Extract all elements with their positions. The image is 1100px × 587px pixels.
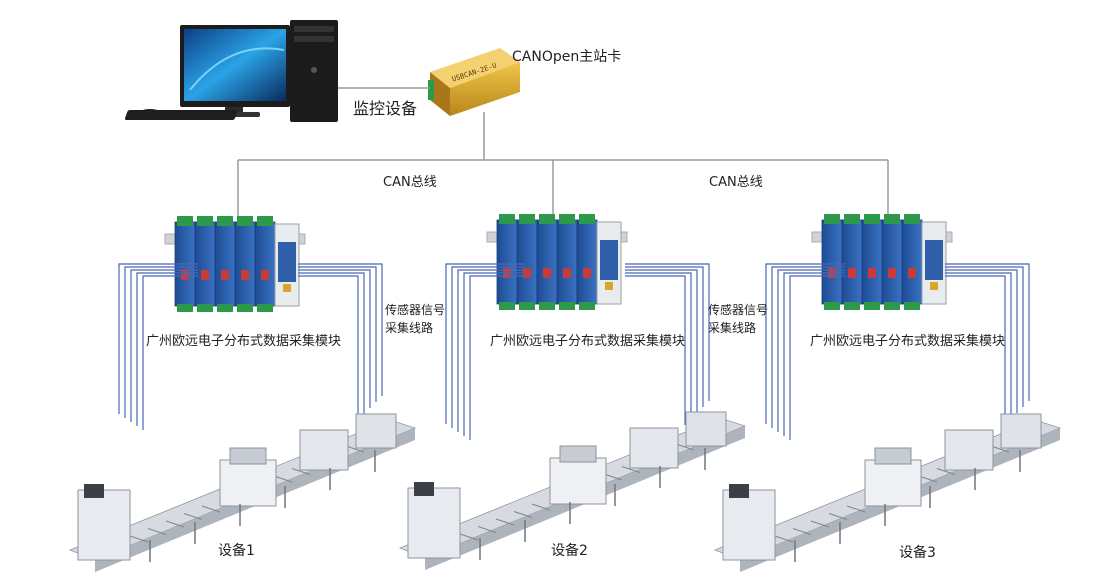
device-label-1: 设备1 [218,543,255,559]
sensor-signal-lines [118,263,1030,440]
acquisition-module-2 [486,214,628,310]
can-master-card-icon: USBCAN-2E-U [428,48,520,116]
device-label-2: 设备2 [551,543,588,559]
sensor-line-label-left-l1: 传感器信号 [385,303,446,317]
sensor-line-bundle-1 [118,263,383,430]
computer-icon [124,20,338,122]
monitor-label: 监控设备 [353,99,418,118]
sensor-line-label-right: 传感器信号 采集线路 [708,301,768,337]
can-bus-label-left: CAN总线 [383,175,437,190]
production-machine-3 [713,413,1062,572]
production-machines [68,411,1062,572]
sensor-line-label-left: 传感器信号 采集线路 [385,301,445,337]
production-machine-1 [68,413,417,572]
acquisition-modules [164,214,953,312]
can-bus [237,112,889,218]
acquisition-module-1 [164,216,306,312]
sensor-line-bundle-3 [765,263,1030,440]
sensor-line-label-right-l2: 采集线路 [708,321,757,335]
device-label-3: 设备3 [899,545,936,561]
module-label-3: 广州欧远电子分布式数据采集模块 [810,334,1006,349]
master-card-label: CANOpen主站卡 [512,49,622,65]
module-label-1: 广州欧远电子分布式数据采集模块 [146,334,342,349]
production-machine-2 [398,411,747,570]
module-label-2: 广州欧远电子分布式数据采集模块 [490,334,686,349]
sensor-line-bundle-2 [445,263,710,440]
can-bus-label-right: CAN总线 [709,175,763,190]
sensor-line-label-left-l2: 采集线路 [385,321,434,335]
acquisition-module-3 [811,214,953,310]
sensor-line-label-right-l1: 传感器信号 [708,303,769,317]
